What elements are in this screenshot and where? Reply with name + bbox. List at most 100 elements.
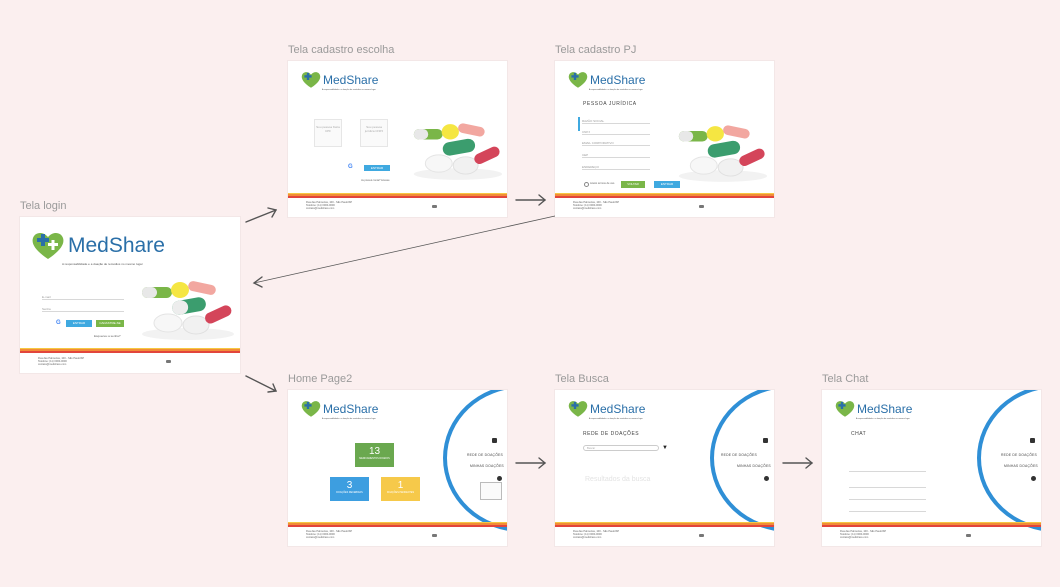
- frame-choice[interactable]: MedShare A responsabilidade e a doação d…: [288, 61, 507, 217]
- brand-tagline: A responsabilidade e a doação de remédio…: [856, 418, 910, 420]
- terms-label: Aceito termos de uso: [590, 182, 615, 185]
- menu-rede-de-doacoes[interactable]: REDE DE DOAÇÕES: [467, 453, 503, 457]
- pills-image: [678, 125, 768, 182]
- option-pessoa-juridica[interactable]: Sou pessoa jurídica CNPJ: [360, 119, 388, 147]
- email-field[interactable]: E-mail: [42, 295, 124, 300]
- field-cnpj[interactable]: CNPJ: [582, 130, 650, 135]
- search-input[interactable]: Buscar: [583, 445, 659, 451]
- footer-logo-icon: [166, 360, 171, 363]
- footer-phone: Telefone: (11) 0000-0000: [840, 533, 869, 537]
- option-pessoa-fisica[interactable]: Sou pessoa física CPF: [314, 119, 342, 147]
- footer-phone: Telefone: (11) 0000-0000: [306, 533, 335, 537]
- enter-button[interactable]: ENTRAR: [654, 181, 680, 188]
- google-icon[interactable]: G: [348, 164, 353, 170]
- footer-phone: Telefone: (11) 0000-0000: [38, 360, 67, 364]
- arrow-login-to-home: [245, 375, 277, 392]
- frame-pj[interactable]: MedShare A responsabilidade e a doação d…: [555, 61, 774, 217]
- terms-checkbox[interactable]: [584, 182, 589, 187]
- chat-message-line: [849, 499, 926, 500]
- medshare-heart-icon: [835, 401, 855, 417]
- forgot-password-link[interactable]: Esqueceu a senha?: [94, 334, 121, 338]
- stat-card-pending[interactable]: 1 DOAÇÕES PENDENTES: [381, 477, 420, 501]
- frame-title-chat[interactable]: Tela Chat: [822, 373, 869, 385]
- medshare-heart-icon: [301, 72, 321, 88]
- field-email-corporativo[interactable]: EMAIL CORPORATIVO: [582, 141, 650, 146]
- footer-info: Rua das Palmeiras, 100 - São Paulo/SP Te…: [306, 201, 352, 211]
- stat-value: 13: [368, 446, 381, 457]
- footer-logo-icon: [699, 534, 704, 537]
- login-link[interactable]: Ja possui conta? Acesse: [361, 179, 390, 182]
- brand-tagline: A responsabilidade e a doação de remédio…: [62, 262, 143, 266]
- footer-email: contato@medshare.com: [573, 536, 602, 540]
- frame-title-login[interactable]: Tela login: [20, 200, 67, 212]
- brand-logo: MedShare: [567, 400, 645, 418]
- password-field[interactable]: Senha: [42, 307, 124, 312]
- user-icon[interactable]: [764, 476, 769, 481]
- google-icon[interactable]: G: [56, 320, 61, 326]
- results-placeholder: Resultados da busca: [585, 476, 651, 483]
- brand-logo: MedShare: [300, 400, 378, 418]
- footer-stripes: [288, 522, 507, 527]
- footer-info: Rua das Palmeiras, 100 - São Paulo/SP Te…: [840, 530, 886, 540]
- footer-stripes: [20, 348, 240, 353]
- filter-icon[interactable]: ▼: [662, 445, 668, 451]
- footer-info: Rua das Palmeiras, 100 - São Paulo/SP Te…: [573, 530, 619, 540]
- menu-minhas-doacoes[interactable]: MINHAS DOAÇÕES: [1004, 464, 1038, 468]
- user-icon[interactable]: [497, 476, 502, 481]
- frame-title-home[interactable]: Home Page2: [288, 373, 353, 385]
- footer-stripes: [555, 522, 774, 527]
- frame-login[interactable]: MedShare A responsabilidade e a doação d…: [20, 217, 240, 373]
- frame-title-busca[interactable]: Tela Busca: [555, 373, 609, 385]
- brand-name: MedShare: [68, 234, 165, 257]
- menu-minhas-doacoes[interactable]: MINHAS DOAÇÕES: [737, 464, 771, 468]
- chat-heading: CHAT: [851, 431, 867, 437]
- brand-tagline: A responsabilidade e a doação de remédio…: [589, 89, 643, 91]
- stat-value: 1: [397, 480, 404, 491]
- chat-message-line: [849, 487, 926, 488]
- user-icon[interactable]: [1031, 476, 1036, 481]
- register-button[interactable]: CADASTRE-SE: [96, 320, 124, 327]
- medshare-heart-icon: [32, 232, 64, 259]
- side-menu-arc: [710, 390, 774, 532]
- pj-heading: PESSOA JURÍDICA: [583, 101, 637, 107]
- menu-rede-de-doacoes[interactable]: REDE DE DOAÇÕES: [1001, 453, 1037, 457]
- frame-title-choice[interactable]: Tela cadastro escolha: [288, 44, 395, 56]
- frame-busca[interactable]: MedShare A responsabilidade e a doação d…: [555, 390, 774, 546]
- field-focus-indicator: [578, 117, 580, 131]
- medshare-heart-icon: [301, 401, 321, 417]
- footer-email: contato@medshare.com: [573, 207, 602, 211]
- back-button[interactable]: VOLTAR: [621, 181, 645, 188]
- footer-email: contato@medshare.com: [840, 536, 869, 540]
- brand-name: MedShare: [590, 73, 646, 87]
- brand-logo: MedShare: [567, 71, 645, 89]
- menu-rede-de-doacoes[interactable]: REDE DE DOAÇÕES: [721, 453, 757, 457]
- stat-card-donated[interactable]: 13 MEDICAMENTOS DOADOS: [355, 443, 394, 467]
- footer-logo-icon: [432, 205, 437, 208]
- menu-minhas-doacoes[interactable]: MINHAS DOAÇÕES: [470, 464, 504, 468]
- enter-button[interactable]: ENTRAR: [66, 320, 92, 327]
- home-icon[interactable]: [1030, 438, 1035, 443]
- field-razao-social[interactable]: RAZÃO SOCIAL: [582, 119, 650, 124]
- frame-chat[interactable]: MedShare A responsabilidade e a doação d…: [822, 390, 1041, 546]
- brand-name: MedShare: [323, 402, 379, 416]
- chat-input-line[interactable]: [849, 511, 926, 512]
- stat-card-received[interactable]: 3 DOAÇÕES RECEBIDAS: [330, 477, 369, 501]
- footer-address: Rua das Palmeiras, 100 - São Paulo/SP: [840, 530, 887, 533]
- footer-info: Rua das Palmeiras, 100 - São Paulo/SP Te…: [573, 201, 619, 211]
- field-endereco[interactable]: ENDEREÇO: [582, 165, 650, 170]
- stat-value: 3: [346, 480, 353, 491]
- brand-logo: MedShare: [834, 400, 912, 418]
- frame-title-pj[interactable]: Tela cadastro PJ: [555, 44, 637, 56]
- home-icon[interactable]: [763, 438, 768, 443]
- enter-button[interactable]: ENTRAR: [364, 165, 390, 171]
- frame-home[interactable]: MedShare A responsabilidade e a doação d…: [288, 390, 507, 546]
- arrow-pj-to-login: [253, 215, 556, 284]
- brand-name: MedShare: [857, 402, 913, 416]
- footer-email: contato@medshare.com: [306, 207, 335, 211]
- footer-email: contato@medshare.com: [38, 363, 67, 367]
- side-menu-arc: [977, 390, 1041, 532]
- footer-stripes: [555, 193, 774, 198]
- home-icon[interactable]: [492, 438, 497, 443]
- field-cep[interactable]: CEP: [582, 153, 650, 158]
- footer-email: contato@medshare.com: [306, 536, 335, 540]
